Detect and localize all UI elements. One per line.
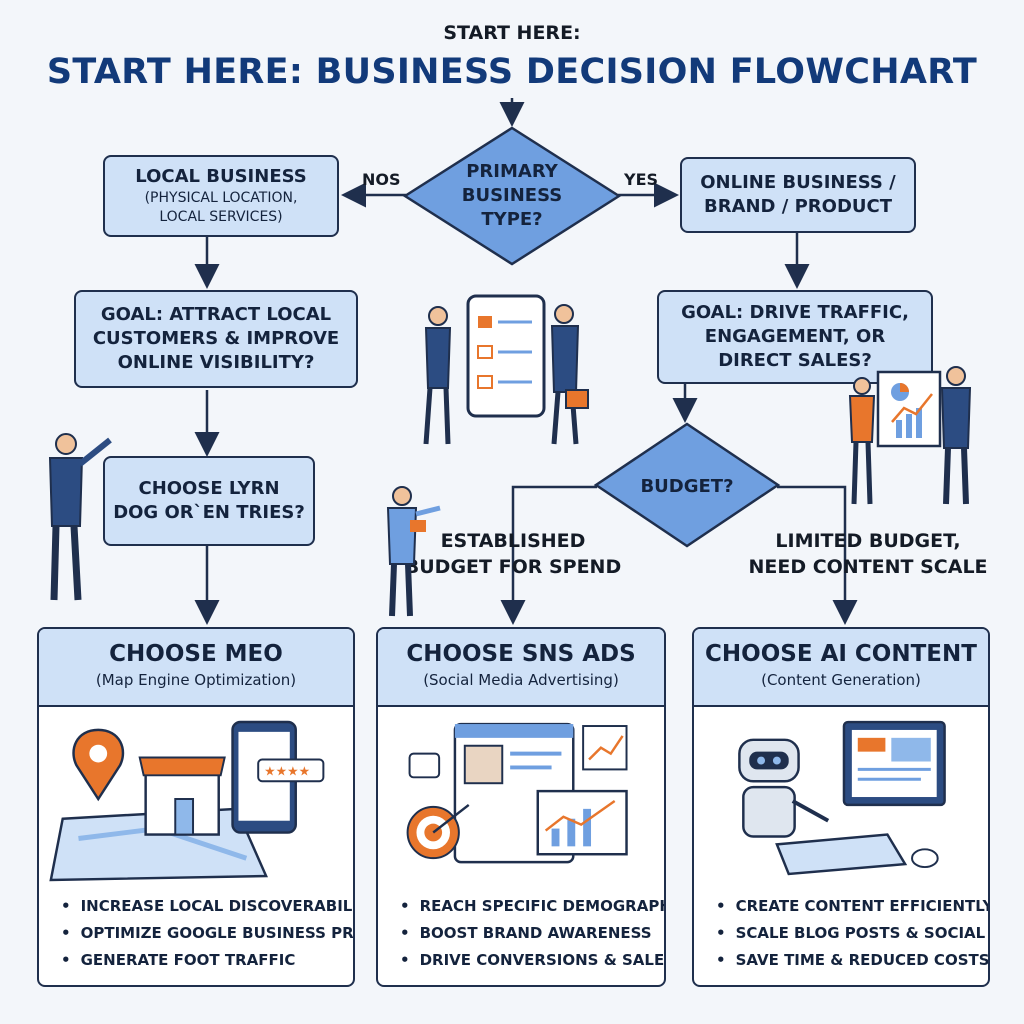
monitor-icon: [842, 720, 946, 807]
card-meo-subtitle: (Map Engine Optimization): [95, 671, 297, 689]
card-meo-header: CHOOSE MEO (Map Engine Optimization): [39, 629, 353, 707]
pretitle: START HERE:: [443, 22, 581, 44]
card-ai-subtitle: (Content Generation): [761, 671, 921, 689]
list-item: CREATE CONTENT EFFICIENTLY: [716, 893, 988, 920]
online-business-line1: ONLINE BUSINESS /: [700, 172, 896, 193]
speech-bubble-icon: [408, 752, 441, 779]
local-choose-box: CHOOSE LYRN DOG OR`EN TRIES?: [103, 456, 315, 546]
list-item: OPTIMIZE GOOGLE BUSINESS PROFILE: [61, 920, 353, 947]
primary-type-label: PRIMARY BUSINESS TYPE?: [443, 154, 581, 238]
branch-limited: LIMITED BUDGET, NEED CONTENT SCALE: [748, 528, 988, 580]
budget-label: BUDGET?: [640, 475, 734, 497]
ai-illustration: [738, 720, 946, 876]
chart-icon: [536, 789, 628, 856]
branch-limited-line2: NEED CONTENT SCALE: [748, 556, 988, 578]
local-goal-line2: CUSTOMERS & IMPROVE: [92, 328, 340, 349]
people-phone-illustration: [423, 294, 589, 445]
local-choose-line2: DOG OR`EN TRIES?: [113, 502, 305, 523]
card-ai-content: CHOOSE AI CONTENT (Content Generation) C…: [692, 627, 990, 987]
list-item: DRIVE CONVERSIONS & SALES: [400, 947, 664, 974]
branch-established-line1: ESTABLISHED: [440, 530, 586, 552]
card-meo: CHOOSE MEO (Map Engine Optimization) ★★★…: [37, 627, 355, 987]
local-business-box: LOCAL BUSINESS (PHYSICAL LOCATION, LOCAL…: [103, 155, 339, 237]
card-meo-bullets: INCREASE LOCAL DISCOVERABILITY OPTIMIZE …: [61, 893, 353, 974]
presenter-left-illustration: [48, 433, 112, 601]
people-chart-illustration: [848, 366, 972, 505]
list-item: SCALE BLOG POSTS & SOCIAL COPY: [716, 920, 988, 947]
primary-type-diamond: [402, 126, 622, 266]
card-sns-ads: CHOOSE SNS ADS (Social Media Advertising…: [376, 627, 666, 987]
keyboard-icon: [775, 833, 908, 876]
phone-review-icon: ★★★★: [231, 720, 325, 834]
map-pin-icon: [72, 728, 125, 802]
local-business-title: LOCAL BUSINESS: [135, 166, 307, 187]
sns-illustration: [406, 722, 628, 864]
branch-established-line2: BUDGET FOR SPEND: [404, 556, 622, 578]
card-sns-bullets: REACH SPECIFIC DEMOGRAPHICS BOOST BRAND …: [400, 893, 664, 974]
local-business-sub1: (PHYSICAL LOCATION,: [144, 190, 298, 206]
branch-limited-line1: LIMITED BUDGET,: [775, 530, 961, 552]
online-business-line2: BRAND / PRODUCT: [703, 196, 893, 217]
card-meo-title: CHOOSE MEO: [109, 641, 283, 667]
card-ai-bullets: CREATE CONTENT EFFICIENTLY SCALE BLOG PO…: [716, 893, 988, 974]
list-item: INCREASE LOCAL DISCOVERABILITY: [61, 893, 353, 920]
primary-type-line1: PRIMARY: [466, 161, 558, 182]
edge-no-label: NOS: [362, 170, 401, 189]
storefront-icon: [138, 756, 226, 836]
local-business-sub2: LOCAL SERVICES): [159, 209, 283, 225]
list-item: BOOST BRAND AWARENESS: [400, 920, 654, 947]
local-goal-box: GOAL: ATTRACT LOCAL CUSTOMERS & IMPROVE …: [74, 290, 358, 388]
target-icon: [406, 803, 470, 860]
budget-diamond: [593, 422, 781, 548]
card-sns-subtitle: (Social Media Advertising): [423, 671, 619, 689]
card-sns-header: CHOOSE SNS ADS (Social Media Advertising…: [378, 629, 664, 707]
list-item: GENERATE FOOT TRAFFIC: [61, 947, 343, 974]
branch-established: ESTABLISHED BUDGET FOR SPEND: [400, 528, 626, 580]
presenter-center-illustration: [386, 486, 441, 617]
card-ai-header: CHOOSE AI CONTENT (Content Generation): [694, 629, 988, 707]
card-ai-title: CHOOSE AI CONTENT: [705, 641, 977, 667]
page-title: START HERE: BUSINESS DECISION FLOWCHART: [46, 52, 978, 92]
mouse-icon: [911, 848, 939, 869]
edge-yes-label: YES: [624, 170, 659, 189]
local-choose-line1: CHOOSE LYRN: [138, 478, 280, 499]
primary-type-line2: BUSINESS: [461, 185, 563, 206]
local-goal-line3: ONLINE VISIBILITY?: [117, 352, 315, 373]
meo-illustration: ★★★★: [49, 720, 325, 882]
online-goal-line2: ENGAGEMENT, OR: [704, 326, 886, 347]
online-business-box: ONLINE BUSINESS / BRAND / PRODUCT: [680, 157, 916, 233]
local-goal-line1: GOAL: ATTRACT LOCAL: [100, 304, 332, 325]
primary-type-line3: TYPE?: [481, 209, 543, 230]
robot-icon: [738, 738, 830, 838]
card-sns-title: CHOOSE SNS ADS: [406, 641, 636, 667]
list-item: SAVE TIME & REDUCED COSTS: [716, 947, 988, 974]
online-goal-box: GOAL: DRIVE TRAFFIC, ENGAGEMENT, OR DIRE…: [657, 290, 933, 384]
online-goal-line1: GOAL: DRIVE TRAFFIC,: [681, 302, 909, 323]
svg-text:★★★★: ★★★★: [264, 764, 310, 779]
online-goal-line3: DIRECT SALES?: [718, 350, 872, 371]
list-item: REACH SPECIFIC DEMOGRAPHICS: [400, 893, 664, 920]
